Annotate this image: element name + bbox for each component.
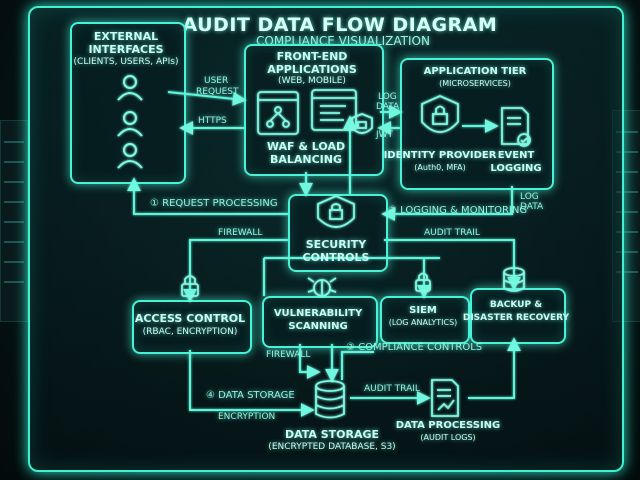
shield-icon <box>351 113 373 134</box>
frontend-applications-node <box>244 44 384 176</box>
label-audit-trail-top: AUDIT TRAIL <box>424 228 480 238</box>
label-data: DATA <box>376 102 400 112</box>
label-log-right: LOG <box>520 192 539 202</box>
frontend-subtitle: (WEB, MOBILE) <box>278 76 346 86</box>
document-chart-icon <box>431 379 459 417</box>
event-logging-line2: LOGGING <box>490 163 542 174</box>
database-icon <box>315 380 345 392</box>
storage-subtitle: (ENCRYPTED DATABASE, S3) <box>268 442 396 452</box>
user-icon <box>117 75 143 169</box>
processing-subtitle: (AUDIT LOGS) <box>420 433 476 442</box>
document-check-icon <box>501 107 529 145</box>
label-firewall-mid: FIREWALL <box>266 350 311 360</box>
browser-network-icon <box>257 91 299 135</box>
background-server-rack <box>0 120 28 322</box>
access-control-node <box>132 300 252 354</box>
arrow-audit-trail-backup <box>384 239 521 291</box>
app-tier-subtitle: (MICROSERVICES) <box>439 79 511 88</box>
label-jwt: JWT <box>376 130 394 140</box>
idp-title: IDENTITY PROVIDER <box>383 150 497 161</box>
storage-title: DATA STORAGE <box>284 428 380 441</box>
siem-title: SIEM <box>409 305 437 316</box>
waf-line2: BALANCING <box>269 153 343 166</box>
access-title: ACCESS CONTROL <box>134 312 246 325</box>
event-logging-line1: EVENT <box>497 150 535 161</box>
shield-lock-icon <box>421 95 459 133</box>
label-firewall-top: FIREWALL <box>218 228 263 238</box>
waf-line1: WAF & LOAD <box>266 140 346 153</box>
label-logging-monitoring: ② LOGGING & MONITORING <box>388 205 528 216</box>
arrow-request-processing <box>127 177 288 215</box>
backup-line1: BACKUP & <box>489 300 543 310</box>
label-user: USER <box>204 76 229 86</box>
lock-icon <box>181 283 199 297</box>
arrow-user-request <box>167 91 247 106</box>
arrow-firewall-storage <box>299 344 321 379</box>
label-data-right: DATA <box>520 202 544 212</box>
external-title-line2: INTERFACES <box>88 43 164 56</box>
access-subtitle: (RBAC, ENCRYPTION) <box>142 327 238 337</box>
arrow-firewall-access <box>183 239 288 303</box>
frontend-title-line1: FRONT-END <box>276 50 348 63</box>
app-tier-title: APPLICATION TIER <box>423 66 527 77</box>
frontend-title-line2: APPLICATIONS <box>267 63 357 76</box>
diagram-title: AUDIT DATA FLOW DIAGRAM <box>182 14 498 36</box>
label-data-storage-flow: ④ DATA STORAGE <box>206 390 295 401</box>
arrow-processing-to-backup <box>468 337 521 399</box>
label-https: HTTPS <box>198 116 227 126</box>
processing-title: DATA PROCESSING <box>395 420 501 431</box>
security-line1: SECURITY <box>305 238 367 251</box>
label-log: LOG <box>378 92 397 102</box>
external-title-line1: EXTERNAL <box>93 30 159 43</box>
siem-lock-icon <box>415 279 431 292</box>
external-interfaces-node <box>70 22 186 184</box>
siem-subtitle: (LOG ANALYTICS) <box>388 318 458 327</box>
vuln-line1: VULNERABILITY <box>273 308 363 319</box>
backup-line2: DISASTER RECOVERY <box>462 313 570 323</box>
label-request-processing: ① REQUEST PROCESSING <box>150 198 278 209</box>
arrow-data-storage <box>189 350 315 417</box>
label-audit-trail-bottom: AUDIT TRAIL <box>364 384 420 394</box>
idp-subtitle: (Auth0, MFA) <box>414 163 466 172</box>
security-line2: CONTROLS <box>302 251 370 264</box>
security-shield-icon <box>317 195 355 228</box>
external-subtitle: (CLIENTS, USERS, APIs) <box>73 57 179 67</box>
vulnerability-scanning-node <box>262 296 378 348</box>
label-encryption: ENCRYPTION <box>218 412 276 422</box>
label-request: REQUEST <box>196 87 239 97</box>
browser-window-icon <box>311 89 357 131</box>
label-compliance-controls: ③ COMPLIANCE CONTROLS <box>346 342 483 353</box>
vuln-line2: SCANNING <box>288 321 348 332</box>
arrow-logging-monitoring <box>381 186 513 221</box>
